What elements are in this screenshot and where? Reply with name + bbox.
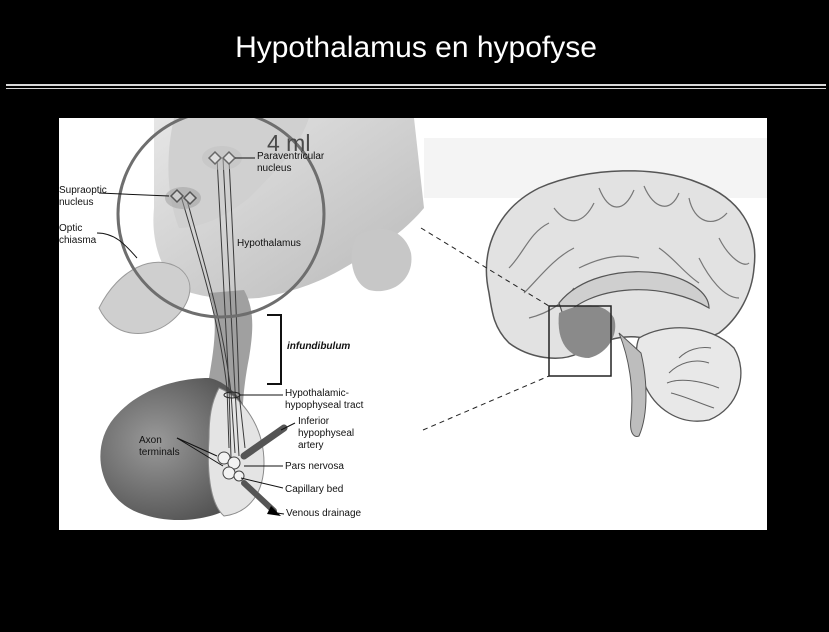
label-axon-1: Axon bbox=[139, 435, 162, 446]
label-axon-2: terminals bbox=[139, 447, 180, 458]
hypothalamus-pituitary-diagram: 4 ml Paraventricular nucleus Supraoptic … bbox=[59, 118, 767, 530]
slide-title: Hypothalamus en hypofyse bbox=[6, 12, 826, 84]
title-divider bbox=[6, 84, 826, 86]
cerebrum-shape bbox=[486, 171, 754, 358]
label-artery-3: artery bbox=[298, 440, 324, 451]
optic-chiasma-shape bbox=[99, 262, 190, 333]
label-supraoptic-1: Supraoptic bbox=[59, 185, 107, 196]
brain-sagittal-view bbox=[424, 138, 767, 436]
label-paraventricular-1: Paraventricular bbox=[257, 151, 325, 162]
title-bar: Hypothalamus en hypofyse bbox=[6, 12, 826, 84]
cerebellum-shape bbox=[637, 328, 741, 421]
label-artery-1: Inferior bbox=[298, 416, 330, 427]
label-paraventricular-2: nucleus bbox=[257, 163, 291, 174]
label-optic-chiasma-1: Optic bbox=[59, 223, 82, 234]
label-artery-2: hypophyseal bbox=[298, 428, 354, 439]
label-optic-chiasma-2: chiasma bbox=[59, 235, 97, 246]
infundibulum-bracket bbox=[267, 315, 281, 384]
label-capillary-bed: Capillary bed bbox=[285, 484, 343, 495]
title-divider-thin bbox=[6, 88, 826, 89]
label-pars-nervosa: Pars nervosa bbox=[285, 461, 344, 472]
label-hypothalamus: Hypothalamus bbox=[237, 238, 301, 249]
mammillary-bulge bbox=[352, 229, 412, 291]
diagram-panel: 4 ml Paraventricular nucleus Supraoptic … bbox=[59, 118, 767, 530]
label-infundibulum: infundibulum bbox=[287, 341, 350, 352]
connector-line-bottom bbox=[423, 376, 549, 430]
label-tract-2: hypophyseal tract bbox=[285, 400, 364, 411]
label-venous-drainage: Venous drainage bbox=[286, 508, 362, 519]
label-supraoptic-2: nucleus bbox=[59, 197, 93, 208]
label-tract-1: Hypothalamic- bbox=[285, 388, 349, 399]
